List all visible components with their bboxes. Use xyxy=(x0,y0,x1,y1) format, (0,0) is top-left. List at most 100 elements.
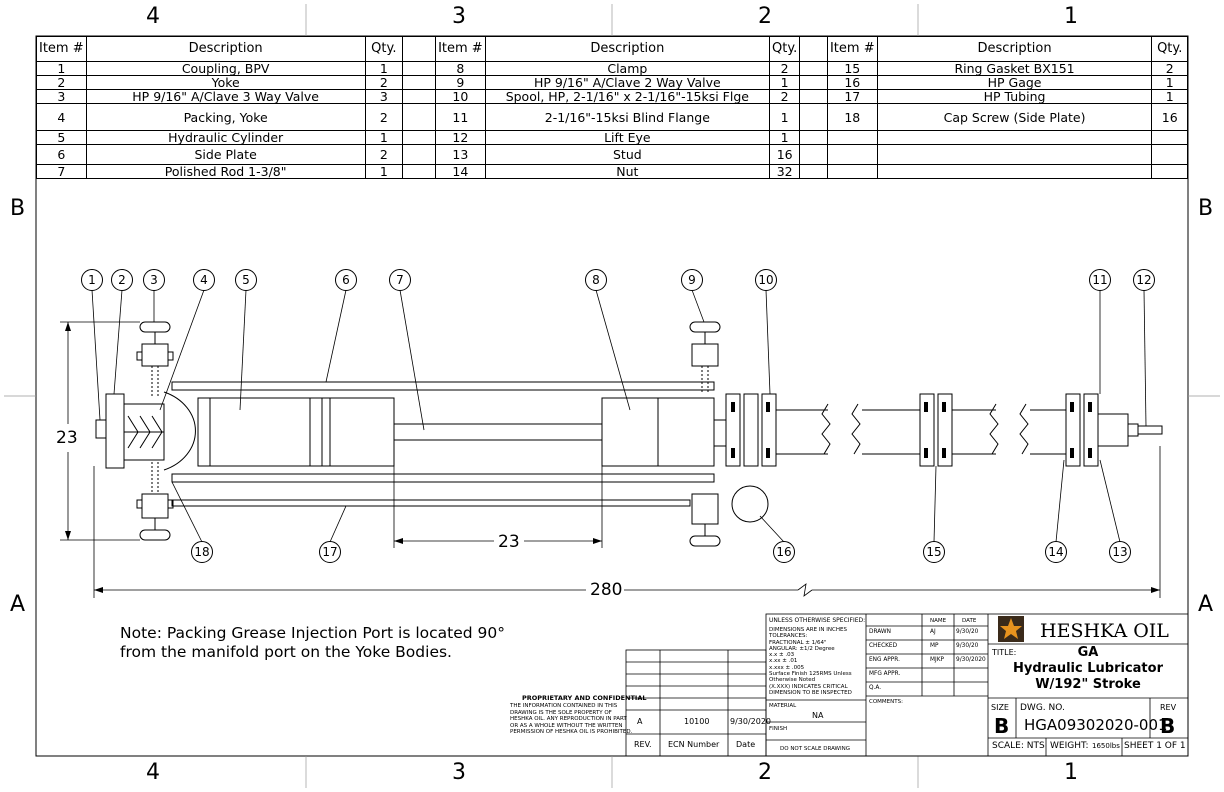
bom-header-item: Item # xyxy=(435,36,486,62)
bom-cell-item: 13 xyxy=(435,144,486,165)
balloon-10: 10 xyxy=(755,269,777,291)
bom-header-description: Description xyxy=(484,36,770,62)
approval-name: MJKP xyxy=(930,657,945,663)
balloon-16: 16 xyxy=(773,541,795,563)
company-name: HESHKA OIL xyxy=(1040,620,1169,642)
lubricator-assembly xyxy=(95,321,1163,547)
rev-label: REV xyxy=(1160,703,1177,712)
polished-rod xyxy=(393,423,603,441)
yoke-flange xyxy=(105,393,125,469)
tolerance-line: TOLERANCES: xyxy=(769,633,808,640)
dimensions xyxy=(60,321,1161,598)
rev-ecn: 10100 xyxy=(684,717,710,726)
bom-cell-qty: 1 xyxy=(1151,89,1188,104)
bom-cell-desc: Side Plate xyxy=(85,144,366,165)
rev-header: REV. xyxy=(634,740,652,749)
bom-cell-item: 5 xyxy=(36,130,87,145)
approval-name: AJ xyxy=(930,629,936,635)
rev-letter: A xyxy=(637,717,643,726)
bom-spacer xyxy=(401,36,437,62)
flange-15 xyxy=(919,393,935,467)
valve-handle-bottom xyxy=(139,529,171,541)
zone-right-a: A xyxy=(1198,592,1214,617)
bom-cell-desc: Coupling, BPV xyxy=(85,61,366,76)
cap xyxy=(1097,413,1129,447)
valve-handle-top xyxy=(139,321,171,333)
bom-cell-qty: 2 xyxy=(1151,61,1188,76)
side-plate-bottom xyxy=(171,473,715,483)
bom-cell-desc: Ring Gasket BX151 xyxy=(876,61,1153,76)
bom-spacer xyxy=(401,75,437,90)
bom-cell-qty: 1 xyxy=(768,75,801,90)
balloon-3: 3 xyxy=(143,269,165,291)
bom-cell-item: 9 xyxy=(435,75,486,90)
bom-spacer xyxy=(799,36,828,62)
zone-top-4: 4 xyxy=(146,4,160,29)
bom-cell-desc: Stud xyxy=(484,144,770,165)
bom-cell-item xyxy=(826,144,878,165)
finish-label: FINISH xyxy=(769,726,788,732)
note-line-2: from the manifold port on the Yoke Bodie… xyxy=(120,643,452,661)
bom-spacer xyxy=(799,61,828,76)
bom-cell-item xyxy=(826,130,878,145)
zone-bottom-1: 1 xyxy=(1064,760,1078,785)
zone-top-3: 3 xyxy=(452,4,466,29)
bom-cell-qty: 2 xyxy=(364,144,403,165)
approval-role: ENG APPR. xyxy=(869,657,900,663)
balloon-8: 8 xyxy=(585,269,607,291)
bom-cell-item: 4 xyxy=(36,103,87,131)
bom-cell-qty: 1 xyxy=(1151,75,1188,90)
bom-header-item: Item # xyxy=(826,36,878,62)
bom-cell-item: 12 xyxy=(435,130,486,145)
bom-spacer xyxy=(799,89,828,104)
bom-cell-qty xyxy=(1151,164,1188,179)
tolerance-line: DIMENSIONS ARE IN INCHES xyxy=(769,627,847,633)
valve-body-top xyxy=(141,343,169,367)
bom-cell-desc: HP Gage xyxy=(876,75,1153,90)
bom-cell-item: 14 xyxy=(435,164,486,179)
tolerance-line: x.xxx ± .005 xyxy=(769,664,805,671)
bom-spacer xyxy=(401,61,437,76)
bom-header-qty: Qty. xyxy=(768,36,801,62)
proprietary-line: DRAWING IS THE SOLE PROPERTY OF xyxy=(510,709,612,716)
bom-cell-desc: Yoke xyxy=(85,75,366,90)
proprietary-line: OR AS A WHOLE WITHOUT THE WRITTEN xyxy=(510,722,623,729)
bom-cell-qty: 2 xyxy=(768,61,801,76)
weight-label: WEIGHT: xyxy=(1050,741,1089,751)
approval-role: DRAWN xyxy=(869,629,891,635)
zone-bottom-2: 2 xyxy=(758,760,772,785)
balloon-9: 9 xyxy=(681,269,703,291)
balloon-14: 14 xyxy=(1045,541,1067,563)
flange-11 xyxy=(1065,393,1081,467)
bom-cell-qty: 32 xyxy=(768,164,801,179)
bom-header-item: Item # xyxy=(36,36,87,62)
bom-cell-qty: 3 xyxy=(364,89,403,104)
bom-cell-qty: 1 xyxy=(768,130,801,145)
proprietary-line: HESHKA OIL. ANY REPRODUCTION IN PART xyxy=(510,716,627,722)
bom-cell-desc: Spool, HP, 2-1/16" x 2-1/16"-15ksi Flge xyxy=(484,89,770,104)
bom-cell-desc: HP Tubing xyxy=(876,89,1153,104)
balloon-2: 2 xyxy=(111,269,133,291)
side-plate-top xyxy=(171,381,715,391)
hp-tubing xyxy=(171,499,691,507)
stroke-dimension: 23 xyxy=(498,532,520,552)
size-value: B xyxy=(994,714,1010,738)
bom-spacer xyxy=(401,89,437,104)
comments-label: COMMENTS: xyxy=(869,699,903,705)
balloon-15: 15 xyxy=(923,541,945,563)
proprietary-line: THE INFORMATION CONTAINED IN THIS xyxy=(510,703,618,709)
hydraulic-cylinder xyxy=(209,397,311,467)
weight-value: 1650lbs xyxy=(1092,742,1120,750)
tolerance-line: Otherwise Noted xyxy=(769,677,816,684)
balloon-6: 6 xyxy=(335,269,357,291)
nuts xyxy=(731,402,1092,458)
approval-name: MP xyxy=(930,643,939,649)
zone-ticks xyxy=(4,4,1220,788)
packing-yoke xyxy=(127,415,163,449)
bom-cell-qty: 2 xyxy=(364,75,403,90)
proprietary-line: PERMISSION OF HESHKA OIL IS PROHIBITED. xyxy=(510,729,633,735)
hp-gage xyxy=(731,485,769,523)
